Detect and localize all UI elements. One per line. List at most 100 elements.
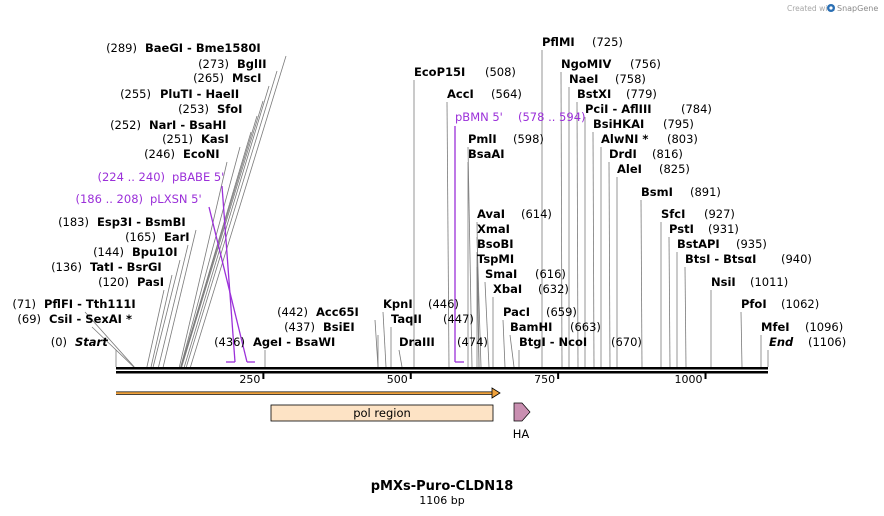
site-pos: (725) <box>592 35 623 49</box>
site-name[interactable]: AccI <box>447 87 474 101</box>
site-name[interactable]: NarI - BsaHI <box>149 118 226 132</box>
backbone <box>116 367 768 374</box>
site-pos: (825) <box>659 162 690 176</box>
site-pos: (251) <box>162 132 193 146</box>
site-name[interactable]: SfoI <box>217 102 242 116</box>
site-pos: (803) <box>667 132 698 146</box>
site-line <box>190 55 287 368</box>
site-name[interactable]: NaeI <box>569 72 598 86</box>
orf-arrow[interactable] <box>116 387 501 399</box>
site-labels: (289) BaeGI - Bme1580I (273) BglII (265)… <box>12 35 846 349</box>
site-name[interactable]: BsiHKAI <box>593 117 644 131</box>
site-name[interactable]: BsmI <box>641 185 673 199</box>
site-pos: (779) <box>626 87 657 101</box>
site-pos: (289) <box>106 41 137 55</box>
site-name[interactable]: AlwNI * <box>601 132 648 146</box>
site-name[interactable]: SmaI <box>485 267 517 281</box>
site-name[interactable]: Acc65I <box>316 305 359 319</box>
site-line <box>152 259 181 368</box>
site-name[interactable]: MfeI <box>761 320 790 334</box>
site-pos: (670) <box>611 335 642 349</box>
site-name[interactable]: BglII <box>237 57 267 71</box>
site-name[interactable]: BtsI - BtsαI <box>685 252 756 266</box>
site-pos: (935) <box>736 237 767 251</box>
site-line <box>608 161 611 368</box>
site-name[interactable]: PstI <box>669 222 694 236</box>
site-name[interactable]: PciI - AflIII <box>585 102 652 116</box>
site-pos: (474) <box>457 335 488 349</box>
site-name[interactable]: PflMI <box>542 35 575 49</box>
site-pos: (758) <box>615 72 646 86</box>
site-name[interactable]: PfoI <box>741 297 767 311</box>
site-name[interactable]: BsiEI <box>323 320 355 334</box>
site-name[interactable]: Bpu10I <box>132 245 177 259</box>
site-name[interactable]: BstAPI <box>677 237 720 251</box>
site-pos: (784) <box>681 102 712 116</box>
site-name[interactable]: BtgI - NcoI <box>519 335 587 349</box>
site-line <box>382 311 387 368</box>
site-line <box>178 161 228 368</box>
site-pos: (564) <box>491 87 522 101</box>
site-name[interactable]: PasI <box>137 275 164 289</box>
site-pos: (632) <box>538 282 569 296</box>
primer-name[interactable]: pBABE 5' <box>172 170 224 184</box>
primer-name[interactable]: pBMN 5' <box>455 110 503 124</box>
site-name[interactable]: MscI <box>232 71 261 85</box>
site-name[interactable]: AleI <box>617 162 642 176</box>
site-name[interactable]: DraIII <box>399 335 435 349</box>
ha-feature[interactable]: HA <box>513 402 531 441</box>
site-name[interactable]: XmaI <box>477 222 510 236</box>
site-name[interactable]: SfcI <box>661 207 685 221</box>
site-pos: (246) <box>144 147 175 161</box>
site-name[interactable]: KasI <box>201 132 229 146</box>
pol-region-feature[interactable]: pol region <box>270 404 494 422</box>
ruler-tick <box>262 373 265 379</box>
ruler-tick <box>704 373 707 379</box>
site-name[interactable]: EarI <box>164 230 190 244</box>
site-name[interactable]: AvaI <box>477 207 505 221</box>
start-label: Start <box>75 335 108 349</box>
site-pos: (442) <box>277 305 308 319</box>
site-name[interactable]: TspMI <box>477 252 514 266</box>
primer-name[interactable]: pLXSN 5' <box>150 192 202 206</box>
primer-leader <box>208 206 248 363</box>
site-name[interactable]: PmlI <box>468 132 497 146</box>
site-name[interactable]: PacI <box>503 305 530 319</box>
site-pos: (437) <box>284 320 315 334</box>
site-name[interactable]: BaeGI - Bme1580I <box>145 41 261 55</box>
site-line <box>592 131 595 368</box>
site-name[interactable]: DrdI <box>609 147 637 161</box>
site-name[interactable]: TaqII <box>391 312 422 326</box>
site-name[interactable]: EcoP15I <box>414 65 465 79</box>
map-title: pMXs-Puro-CLDN18 <box>371 479 514 494</box>
site-pos: (446) <box>428 297 459 311</box>
site-pos: (1011) <box>750 275 788 289</box>
site-name[interactable]: BstXI <box>577 87 611 101</box>
site-name[interactable]: PflFI - Tth111I <box>44 297 136 311</box>
site-name[interactable]: BsoBI <box>477 237 514 251</box>
ha-label: HA <box>513 427 530 441</box>
site-pos: (756) <box>630 57 661 71</box>
site-pos: (816) <box>652 147 683 161</box>
site-pos: (447) <box>443 312 474 326</box>
site-pos: (614) <box>521 207 552 221</box>
site-line <box>467 146 473 368</box>
site-name[interactable]: BamHI <box>510 320 552 334</box>
site-name[interactable]: EcoNI <box>183 147 219 161</box>
site-name[interactable]: CsiI - SexAI * <box>49 312 132 326</box>
site-pos: (891) <box>690 185 721 199</box>
site-line <box>576 101 579 368</box>
site-name[interactable]: Esp3I - BsmBI <box>97 215 186 229</box>
site-line <box>181 100 264 368</box>
site-name[interactable]: NsiI <box>711 275 736 289</box>
site-name[interactable]: BsaAI <box>468 147 505 161</box>
map-length: 1106 bp <box>419 494 464 507</box>
site-name[interactable]: AgeI - BsaWI <box>253 335 335 349</box>
site-name[interactable]: KpnI <box>383 297 413 311</box>
site-line <box>91 326 135 368</box>
site-name[interactable]: XbaI <box>493 282 522 296</box>
site-name[interactable]: NgoMIV <box>561 57 611 71</box>
ruler-tick-label: 750 <box>534 373 555 386</box>
site-name[interactable]: PluTI - HaeII <box>160 87 239 101</box>
site-name[interactable]: TatI - BsrGI <box>90 260 162 274</box>
